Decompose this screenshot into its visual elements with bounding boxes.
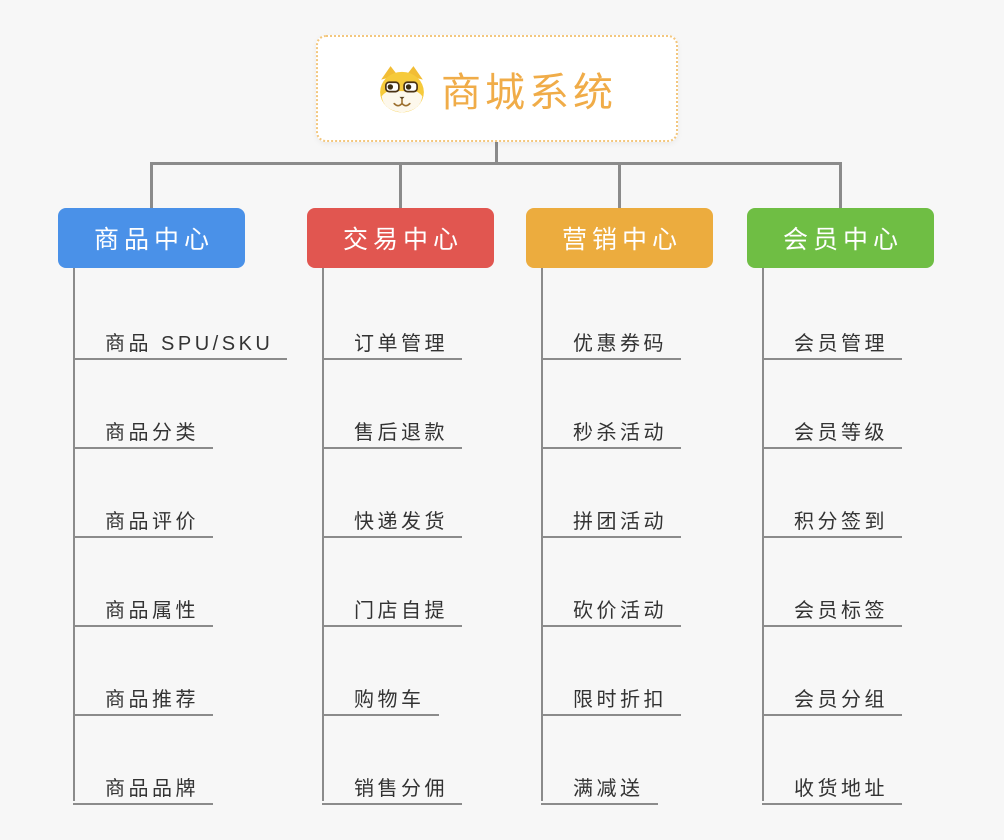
leaf-node[interactable]: 订单管理 [322, 320, 462, 360]
leaf-node[interactable]: 秒杀活动 [541, 409, 681, 449]
leaf-label: 会员等级 [794, 422, 888, 444]
branch-node-3[interactable]: 会员中心 [747, 208, 934, 268]
leaf-node[interactable]: 砍价活动 [541, 587, 681, 627]
leaf-label: 订单管理 [354, 333, 448, 355]
leaf-label: 会员分组 [794, 689, 888, 711]
leaf-node[interactable]: 会员管理 [762, 320, 902, 360]
leaf-label: 门店自提 [354, 600, 448, 622]
leaf-label: 商品品牌 [105, 778, 199, 800]
leaf-label: 商品评价 [105, 511, 199, 533]
branch-node-2[interactable]: 营销中心 [526, 208, 713, 268]
branch-node-1[interactable]: 交易中心 [307, 208, 494, 268]
leaf-node[interactable]: 积分签到 [762, 498, 902, 538]
branch-label: 营销中心 [561, 226, 682, 254]
leaf-node[interactable]: 会员分组 [762, 676, 902, 716]
leaf-node[interactable]: 会员等级 [762, 409, 902, 449]
connector-branch-spine [73, 268, 75, 801]
leaf-node[interactable]: 购物车 [322, 676, 439, 716]
leaf-label: 会员管理 [794, 333, 888, 355]
leaf-label: 商品 SPU/SKU [105, 333, 274, 355]
leaf-label: 销售分佣 [354, 778, 448, 800]
leaf-label: 秒杀活动 [573, 422, 667, 444]
branch-label: 商品中心 [93, 226, 214, 254]
connector-branch-drop [399, 162, 402, 209]
leaf-label: 购物车 [354, 689, 425, 711]
leaf-node[interactable]: 商品 SPU/SKU [73, 320, 288, 360]
leaf-node[interactable]: 限时折扣 [541, 676, 681, 716]
leaf-label: 拼团活动 [573, 511, 667, 533]
branch-label: 交易中心 [342, 226, 463, 254]
leaf-node[interactable]: 商品品牌 [73, 765, 213, 805]
shiba-dog-icon [380, 65, 424, 112]
leaf-node[interactable]: 售后退款 [322, 409, 462, 449]
connector-branch-spine [322, 268, 324, 801]
leaf-label: 满减送 [573, 778, 644, 800]
connector-branch-spine [541, 268, 543, 801]
leaf-label: 商品推荐 [105, 689, 199, 711]
root-title: 商城系统 [441, 70, 617, 115]
leaf-label: 快递发货 [354, 511, 448, 533]
connector-branch-drop [618, 162, 621, 209]
connector-branch-spine [762, 268, 764, 801]
leaf-node[interactable]: 商品评价 [73, 498, 213, 538]
leaf-node[interactable]: 销售分佣 [322, 765, 462, 805]
leaf-node[interactable]: 快递发货 [322, 498, 462, 538]
connector-branch-drop [839, 162, 842, 209]
leaf-node[interactable]: 优惠券码 [541, 320, 681, 360]
leaf-label: 砍价活动 [573, 600, 667, 622]
leaf-label: 收货地址 [794, 778, 888, 800]
root-node[interactable]: 商城系统 [316, 35, 678, 142]
leaf-node[interactable]: 满减送 [541, 765, 658, 805]
leaf-label: 会员标签 [794, 600, 888, 622]
leaf-node[interactable]: 收货地址 [762, 765, 902, 805]
leaf-label: 售后退款 [354, 422, 448, 444]
leaf-label: 优惠券码 [573, 333, 667, 355]
branch-node-0[interactable]: 商品中心 [58, 208, 245, 268]
leaf-label: 商品分类 [105, 422, 199, 444]
leaf-node[interactable]: 门店自提 [322, 587, 462, 627]
leaf-node[interactable]: 会员标签 [762, 587, 902, 627]
leaf-node[interactable]: 商品分类 [73, 409, 213, 449]
connector-root-drop [495, 140, 498, 165]
leaf-label: 商品属性 [105, 600, 199, 622]
leaf-node[interactable]: 拼团活动 [541, 498, 681, 538]
leaf-node[interactable]: 商品推荐 [73, 676, 213, 716]
connector-branch-drop [150, 162, 153, 209]
leaf-label: 限时折扣 [573, 689, 667, 711]
connector-bus [150, 162, 842, 165]
branch-label: 会员中心 [782, 226, 903, 254]
leaf-node[interactable]: 商品属性 [73, 587, 213, 627]
leaf-label: 积分签到 [794, 511, 888, 533]
